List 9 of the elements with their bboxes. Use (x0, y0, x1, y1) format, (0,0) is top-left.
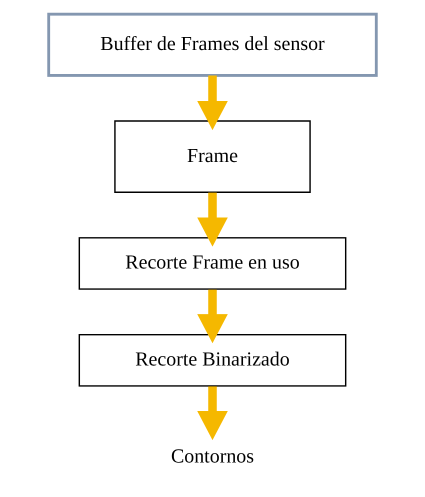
node-box: Recorte Frame en uso (78, 237, 346, 290)
node-box: Recorte Binarizado (78, 334, 346, 387)
arrow (197, 386, 228, 440)
node-text: Contornos (170, 445, 254, 468)
arrow (197, 290, 228, 344)
node-box: Buffer de Frames del sensor (47, 12, 378, 77)
arrow (197, 75, 228, 130)
node-box: Frame (114, 120, 311, 193)
arrow (197, 192, 228, 247)
